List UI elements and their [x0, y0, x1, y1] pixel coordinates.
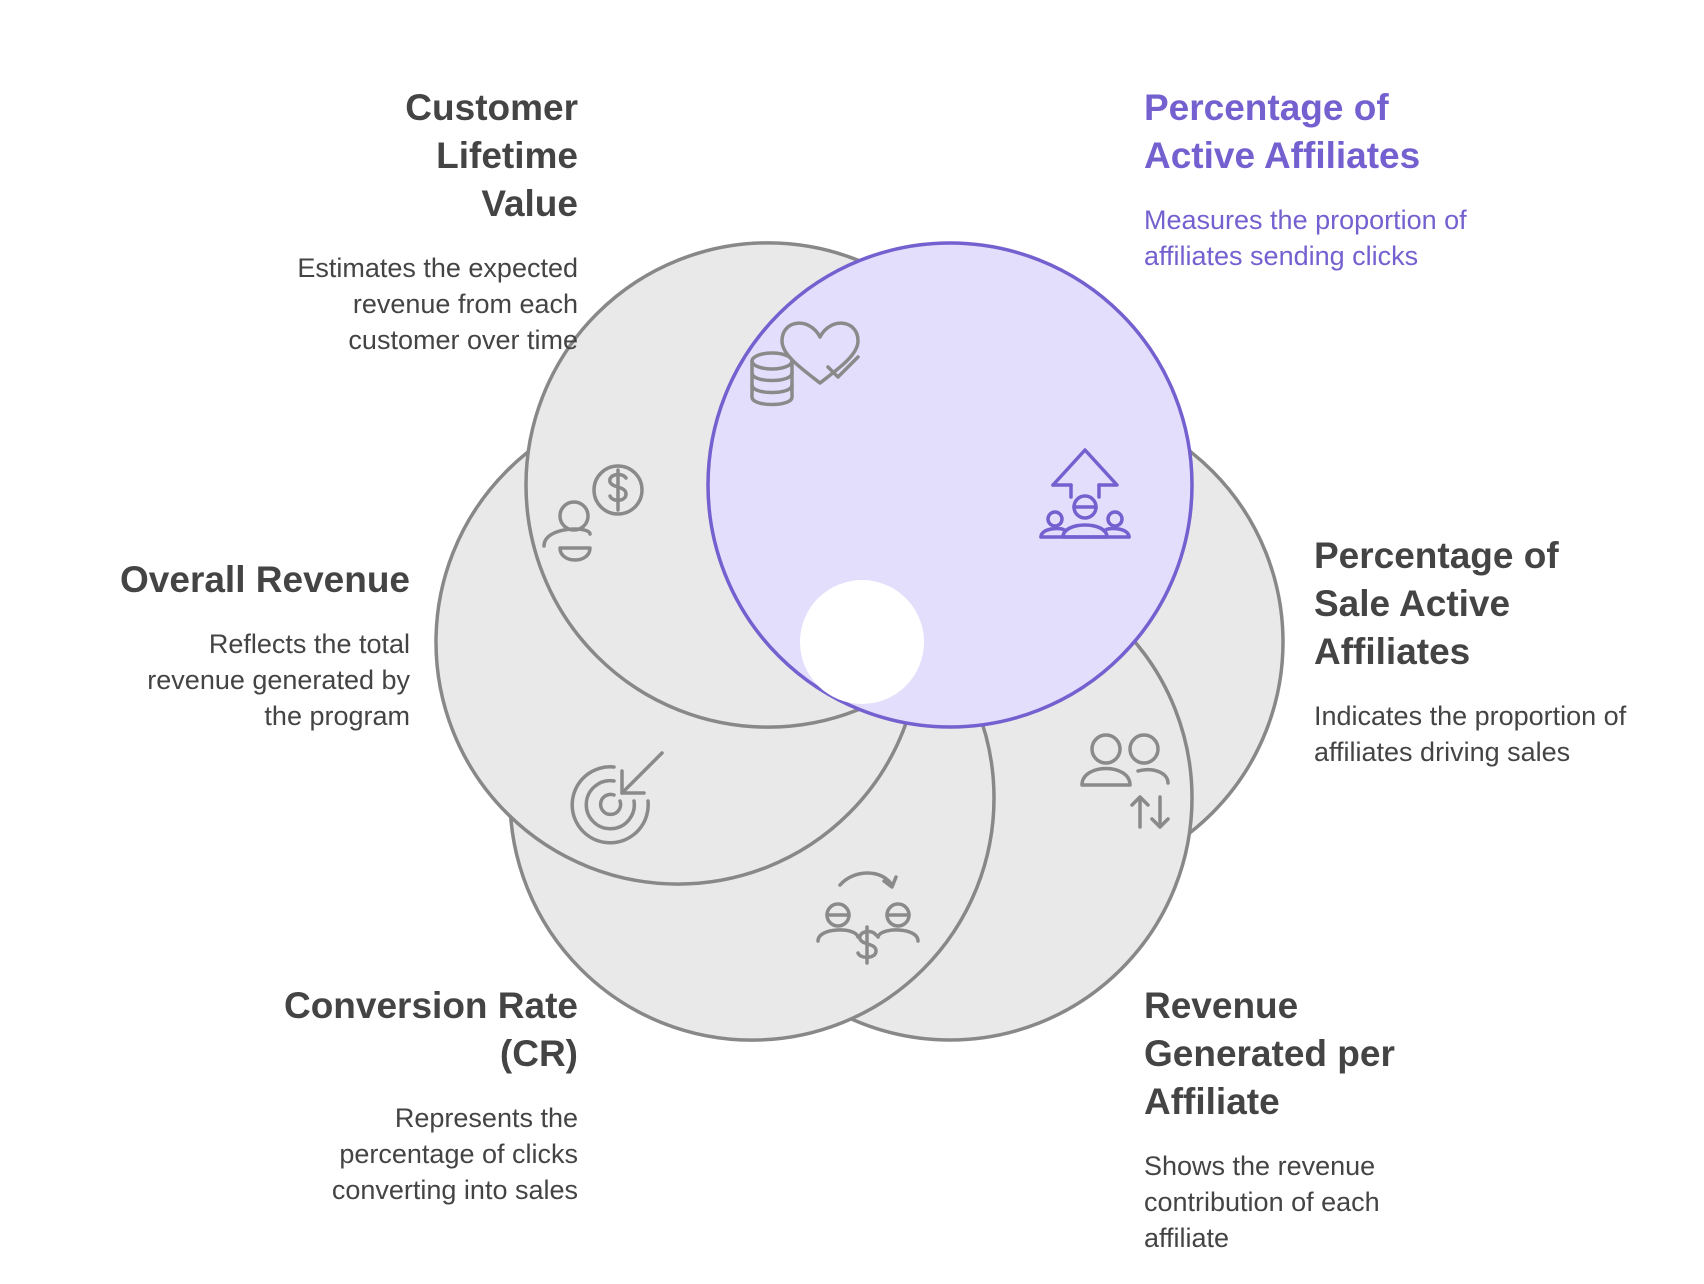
petal-team-growth-arrow: [706, 241, 1194, 729]
label-revenue-per-affiliate: Revenue Generated per Affiliate Shows th…: [1144, 982, 1604, 1256]
label-overall-revenue: Overall Revenue Reflects the total reven…: [0, 556, 410, 734]
label-customer-lifetime-value: Customer Lifetime Value Estimates the ex…: [118, 84, 578, 358]
label-percentage-active-affiliates: Percentage of Active Affiliates Measures…: [1144, 84, 1604, 274]
item-description: Indicates the proportion of affiliates d…: [1314, 701, 1627, 767]
item-description: Represents the percentage of clicks conv…: [331, 1103, 578, 1205]
item-title: Percentage of Sale Active Affiliates: [1314, 535, 1559, 672]
item-title: Customer Lifetime Value: [405, 87, 578, 224]
petal-shape: [706, 241, 1194, 729]
item-title: Overall Revenue: [120, 559, 410, 600]
team-growth-arrow-icon: [1039, 448, 1131, 539]
database-heart-check-icon: [750, 321, 860, 407]
label-percentage-sale-active-affiliates: Percentage of Sale Active Affiliates Ind…: [1314, 532, 1704, 770]
people-exchange-dollar-icon: [816, 871, 920, 965]
item-description: Estimates the expected revenue from each…: [297, 253, 578, 355]
person-dollar-icon: [542, 464, 644, 562]
item-title: Percentage of Active Affiliates: [1144, 87, 1421, 176]
item-title: Revenue Generated per Affiliate: [1144, 985, 1395, 1122]
item-description: Reflects the total revenue generated by …: [147, 629, 410, 731]
item-title: Conversion Rate (CR): [283, 985, 578, 1074]
item-description: Shows the revenue contribution of each a…: [1144, 1151, 1380, 1253]
label-conversion-rate: Conversion Rate (CR) Represents the perc…: [118, 982, 578, 1208]
target-arrow-icon: [570, 751, 664, 845]
center-hole: [800, 580, 924, 704]
item-description: Measures the proportion of affiliates se…: [1144, 205, 1467, 271]
users-up-down-arrows-icon: [1080, 733, 1170, 829]
